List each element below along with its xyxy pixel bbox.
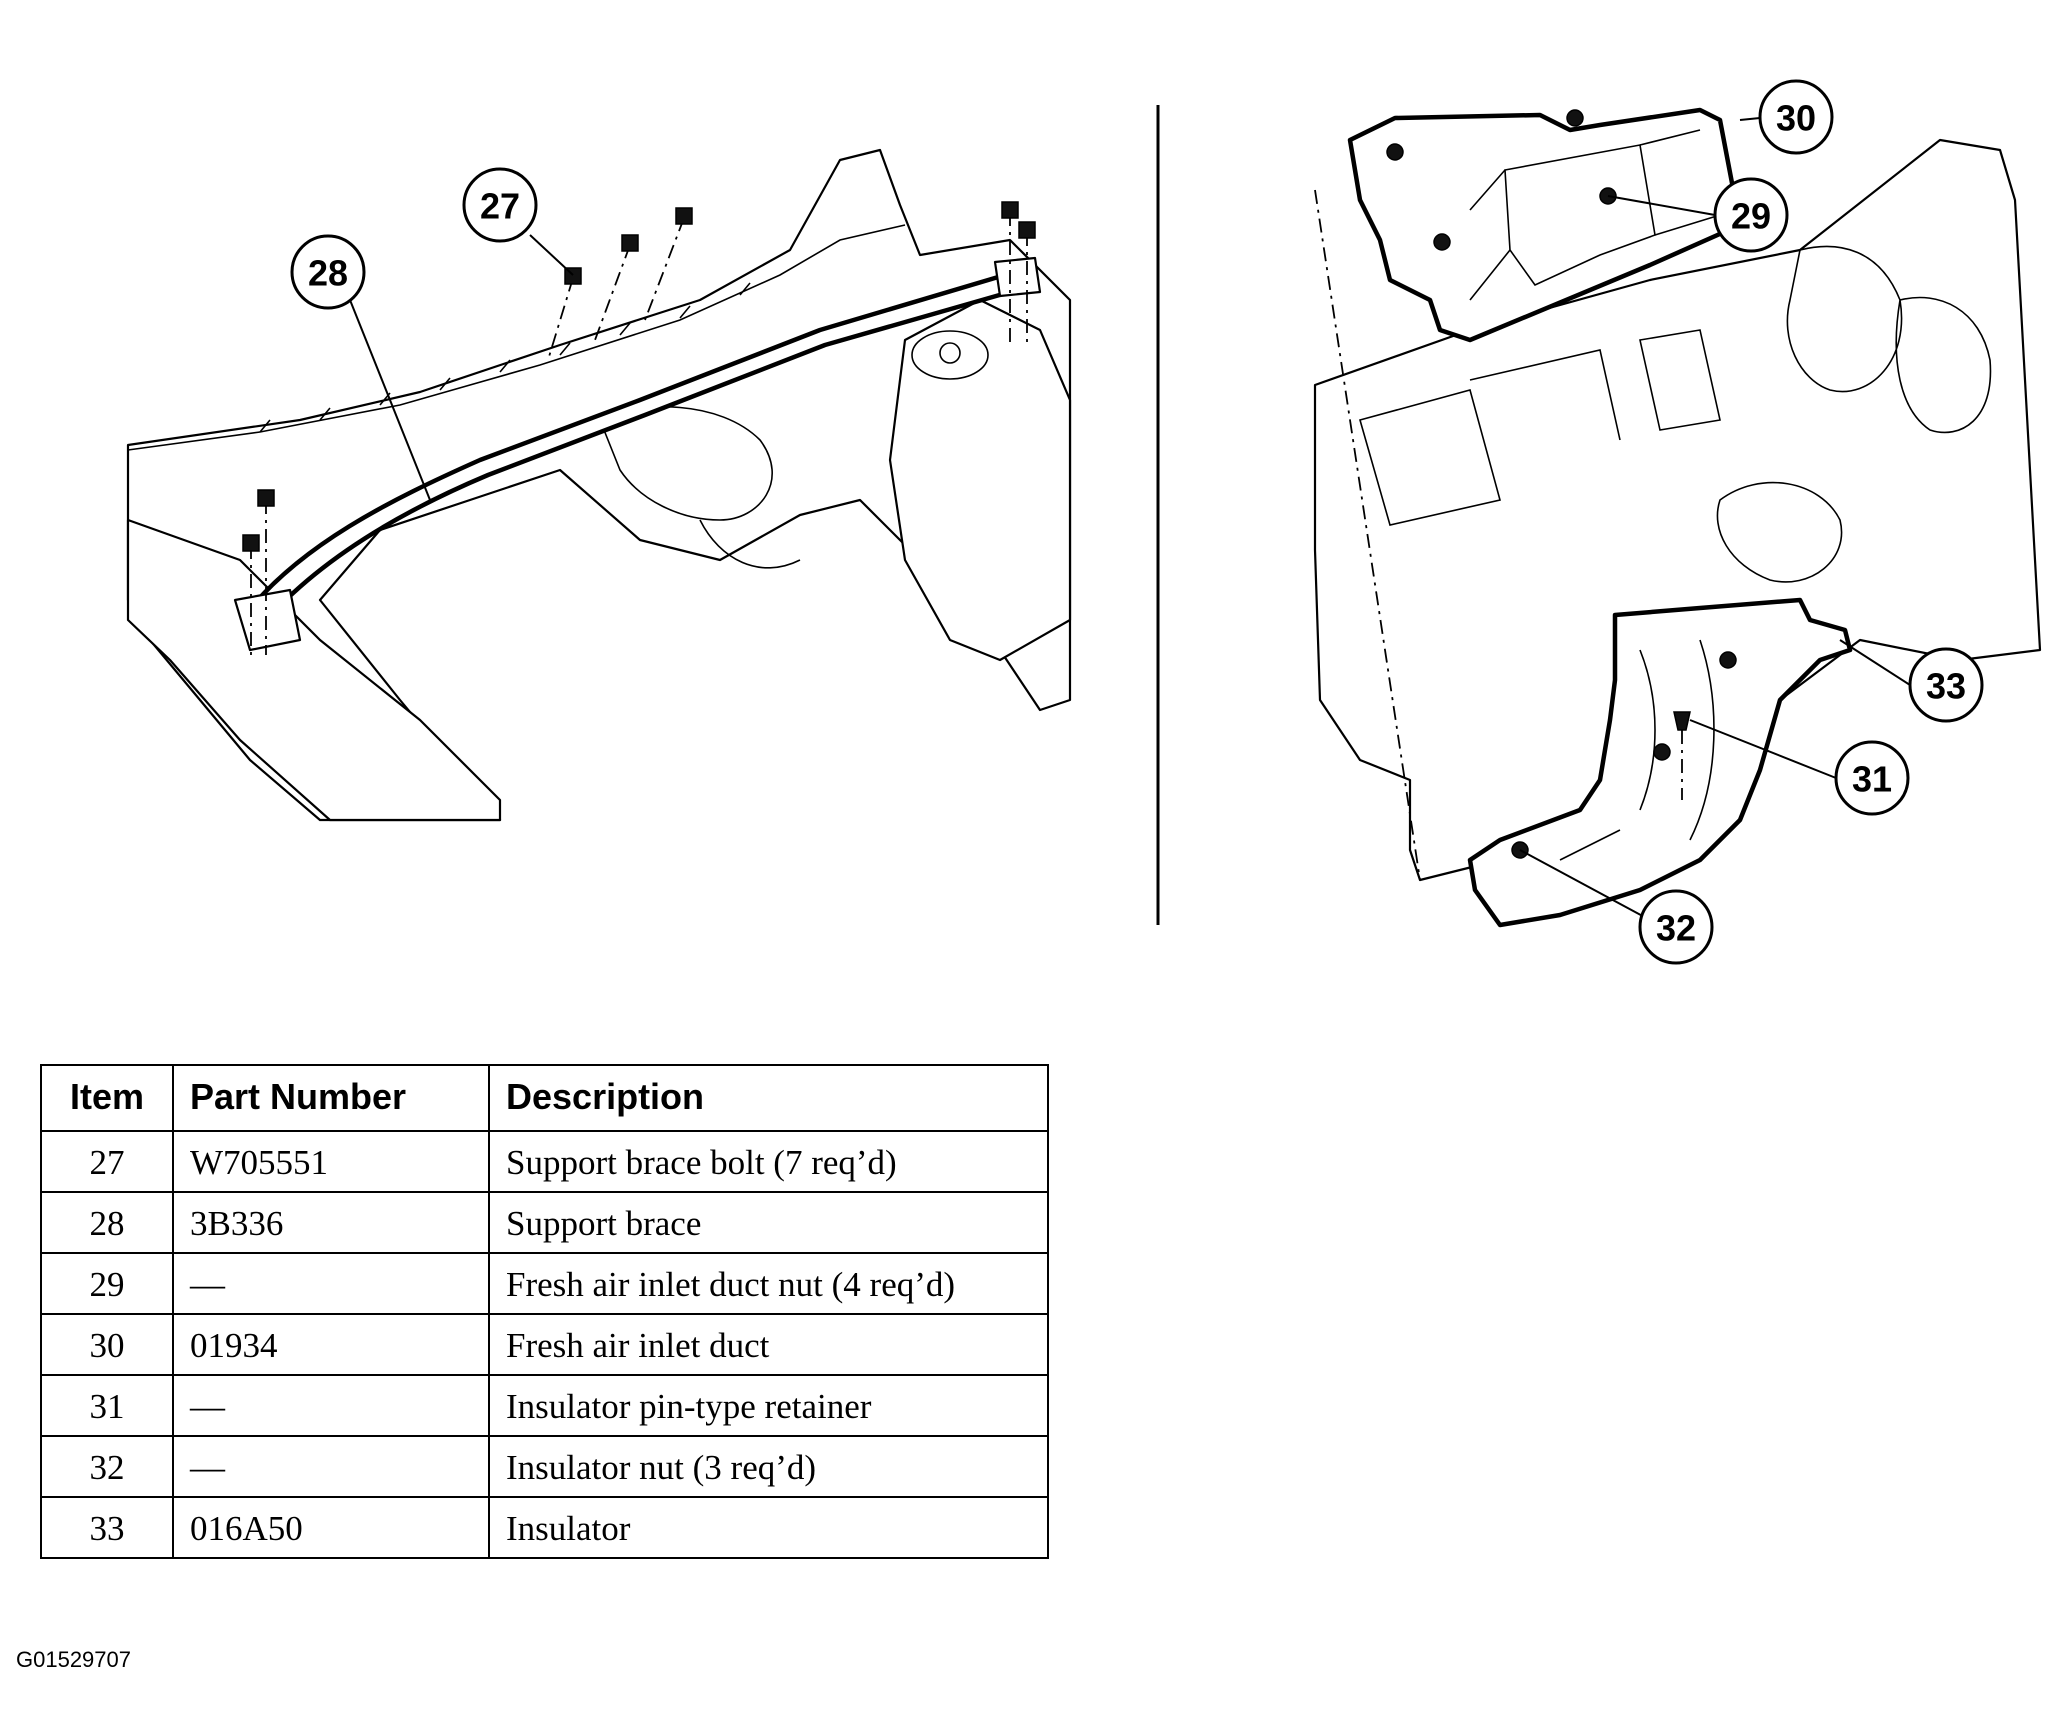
callout-28: 28 — [290, 234, 366, 310]
svg-text:28: 28 — [308, 253, 348, 294]
figure-id: G01529707 — [16, 1647, 131, 1672]
strut-mount-center — [939, 342, 961, 364]
panel-hidden-edge — [1314, 189, 1421, 881]
cell-part-number: 01934 — [172, 1313, 490, 1376]
cell-item: 29 — [40, 1252, 174, 1315]
svg-text:27: 27 — [480, 186, 520, 227]
insulator — [1467, 597, 1853, 928]
leader-30 — [1739, 117, 1761, 121]
leader-28 — [349, 299, 431, 501]
header-description: Description — [488, 1064, 1049, 1132]
svg-text:33: 33 — [1926, 666, 1966, 707]
cowl-top-edge — [127, 224, 906, 451]
cell-description: Fresh air inlet duct nut (4 req’d) — [488, 1252, 1049, 1315]
right-illustration-inlet-duct: 30 29 33 31 32 — [1313, 79, 2042, 965]
table-row: 29 — Fresh air inlet duct nut (4 req’d) — [40, 1252, 1049, 1315]
leader-31 — [1689, 719, 1837, 779]
left-illustration-support-brace: 27 28 — [126, 148, 1072, 822]
duct-flange — [1469, 129, 1721, 301]
bolt-icon — [675, 207, 693, 225]
dash-panel-details — [1359, 245, 1992, 583]
cell-description: Fresh air inlet duct — [488, 1313, 1049, 1376]
cell-item: 32 — [40, 1435, 174, 1498]
nut-icon — [1719, 651, 1737, 669]
leader-32 — [1519, 849, 1651, 921]
table-row: 31 — Insulator pin-type retainer — [40, 1374, 1049, 1437]
cell-part-number: — — [172, 1435, 490, 1498]
callout-27: 27 — [462, 167, 538, 243]
cell-description: Support brace bolt (7 req’d) — [488, 1130, 1049, 1193]
table-row: 28 3B336 Support brace — [40, 1191, 1049, 1254]
svg-text:30: 30 — [1776, 98, 1816, 139]
cell-item: 27 — [40, 1130, 174, 1193]
table-row: 30 01934 Fresh air inlet duct — [40, 1313, 1049, 1376]
bolt-icon — [621, 234, 639, 252]
bolt-axis — [594, 244, 631, 341]
retainer-icon — [1673, 711, 1691, 731]
svg-text:31: 31 — [1852, 759, 1892, 800]
header-part-number: Part Number — [172, 1064, 490, 1132]
table-row: 32 — Insulator nut (3 req’d) — [40, 1435, 1049, 1498]
callout-29: 29 — [1713, 177, 1789, 253]
bolt-icon — [1018, 221, 1036, 239]
strut-tower — [888, 298, 1072, 662]
callout-33: 33 — [1908, 647, 1984, 723]
table-row: 33 016A50 Insulator — [40, 1496, 1049, 1559]
cell-part-number: — — [172, 1374, 490, 1437]
support-brace-bolts — [242, 201, 1036, 552]
cell-item: 28 — [40, 1191, 174, 1254]
bolt-icon — [242, 534, 260, 552]
svg-text:29: 29 — [1731, 196, 1771, 237]
cell-description: Support brace — [488, 1191, 1049, 1254]
nut-icon — [1566, 109, 1584, 127]
parts-table: Item Part Number Description 27 W705551 … — [40, 1064, 1049, 1559]
callout-30: 30 — [1758, 79, 1834, 155]
cell-description: Insulator nut (3 req’d) — [488, 1435, 1049, 1498]
nut-icon — [1433, 233, 1451, 251]
strut-mount-hole — [911, 330, 989, 380]
exploded-diagram: 27 28 — [126, 79, 2042, 965]
header-item: Item — [40, 1064, 174, 1132]
nut-icon — [1386, 143, 1404, 161]
cell-description: Insulator pin-type retainer — [488, 1374, 1049, 1437]
table-row: 27 W705551 Support brace bolt (7 req’d) — [40, 1130, 1049, 1193]
leader-27 — [529, 234, 574, 276]
cell-part-number: W705551 — [172, 1130, 490, 1193]
cell-item: 33 — [40, 1496, 174, 1559]
callout-31: 31 — [1834, 740, 1910, 816]
bolt-axis — [547, 277, 574, 361]
nut-icon — [1653, 743, 1671, 761]
cell-part-number: 3B336 — [172, 1191, 490, 1254]
insulator-details — [1559, 639, 1715, 861]
table-header-row: Item Part Number Description — [40, 1064, 1049, 1132]
bolt-axis — [644, 217, 685, 321]
leader-29 — [1607, 195, 1716, 216]
cell-description: Insulator — [488, 1496, 1049, 1559]
svg-text:32: 32 — [1656, 908, 1696, 949]
cell-item: 30 — [40, 1313, 174, 1376]
leader-33 — [1839, 639, 1911, 686]
brace-rear-bracket — [993, 256, 1042, 298]
fresh-air-inlet-duct — [1347, 107, 1743, 343]
bolt-icon — [257, 489, 275, 507]
cell-part-number: — — [172, 1252, 490, 1315]
bolt-icon — [1001, 201, 1019, 219]
callout-32: 32 — [1638, 889, 1714, 965]
cell-item: 31 — [40, 1374, 174, 1437]
cell-part-number: 016A50 — [172, 1496, 490, 1559]
cowl-ribs — [259, 282, 751, 433]
